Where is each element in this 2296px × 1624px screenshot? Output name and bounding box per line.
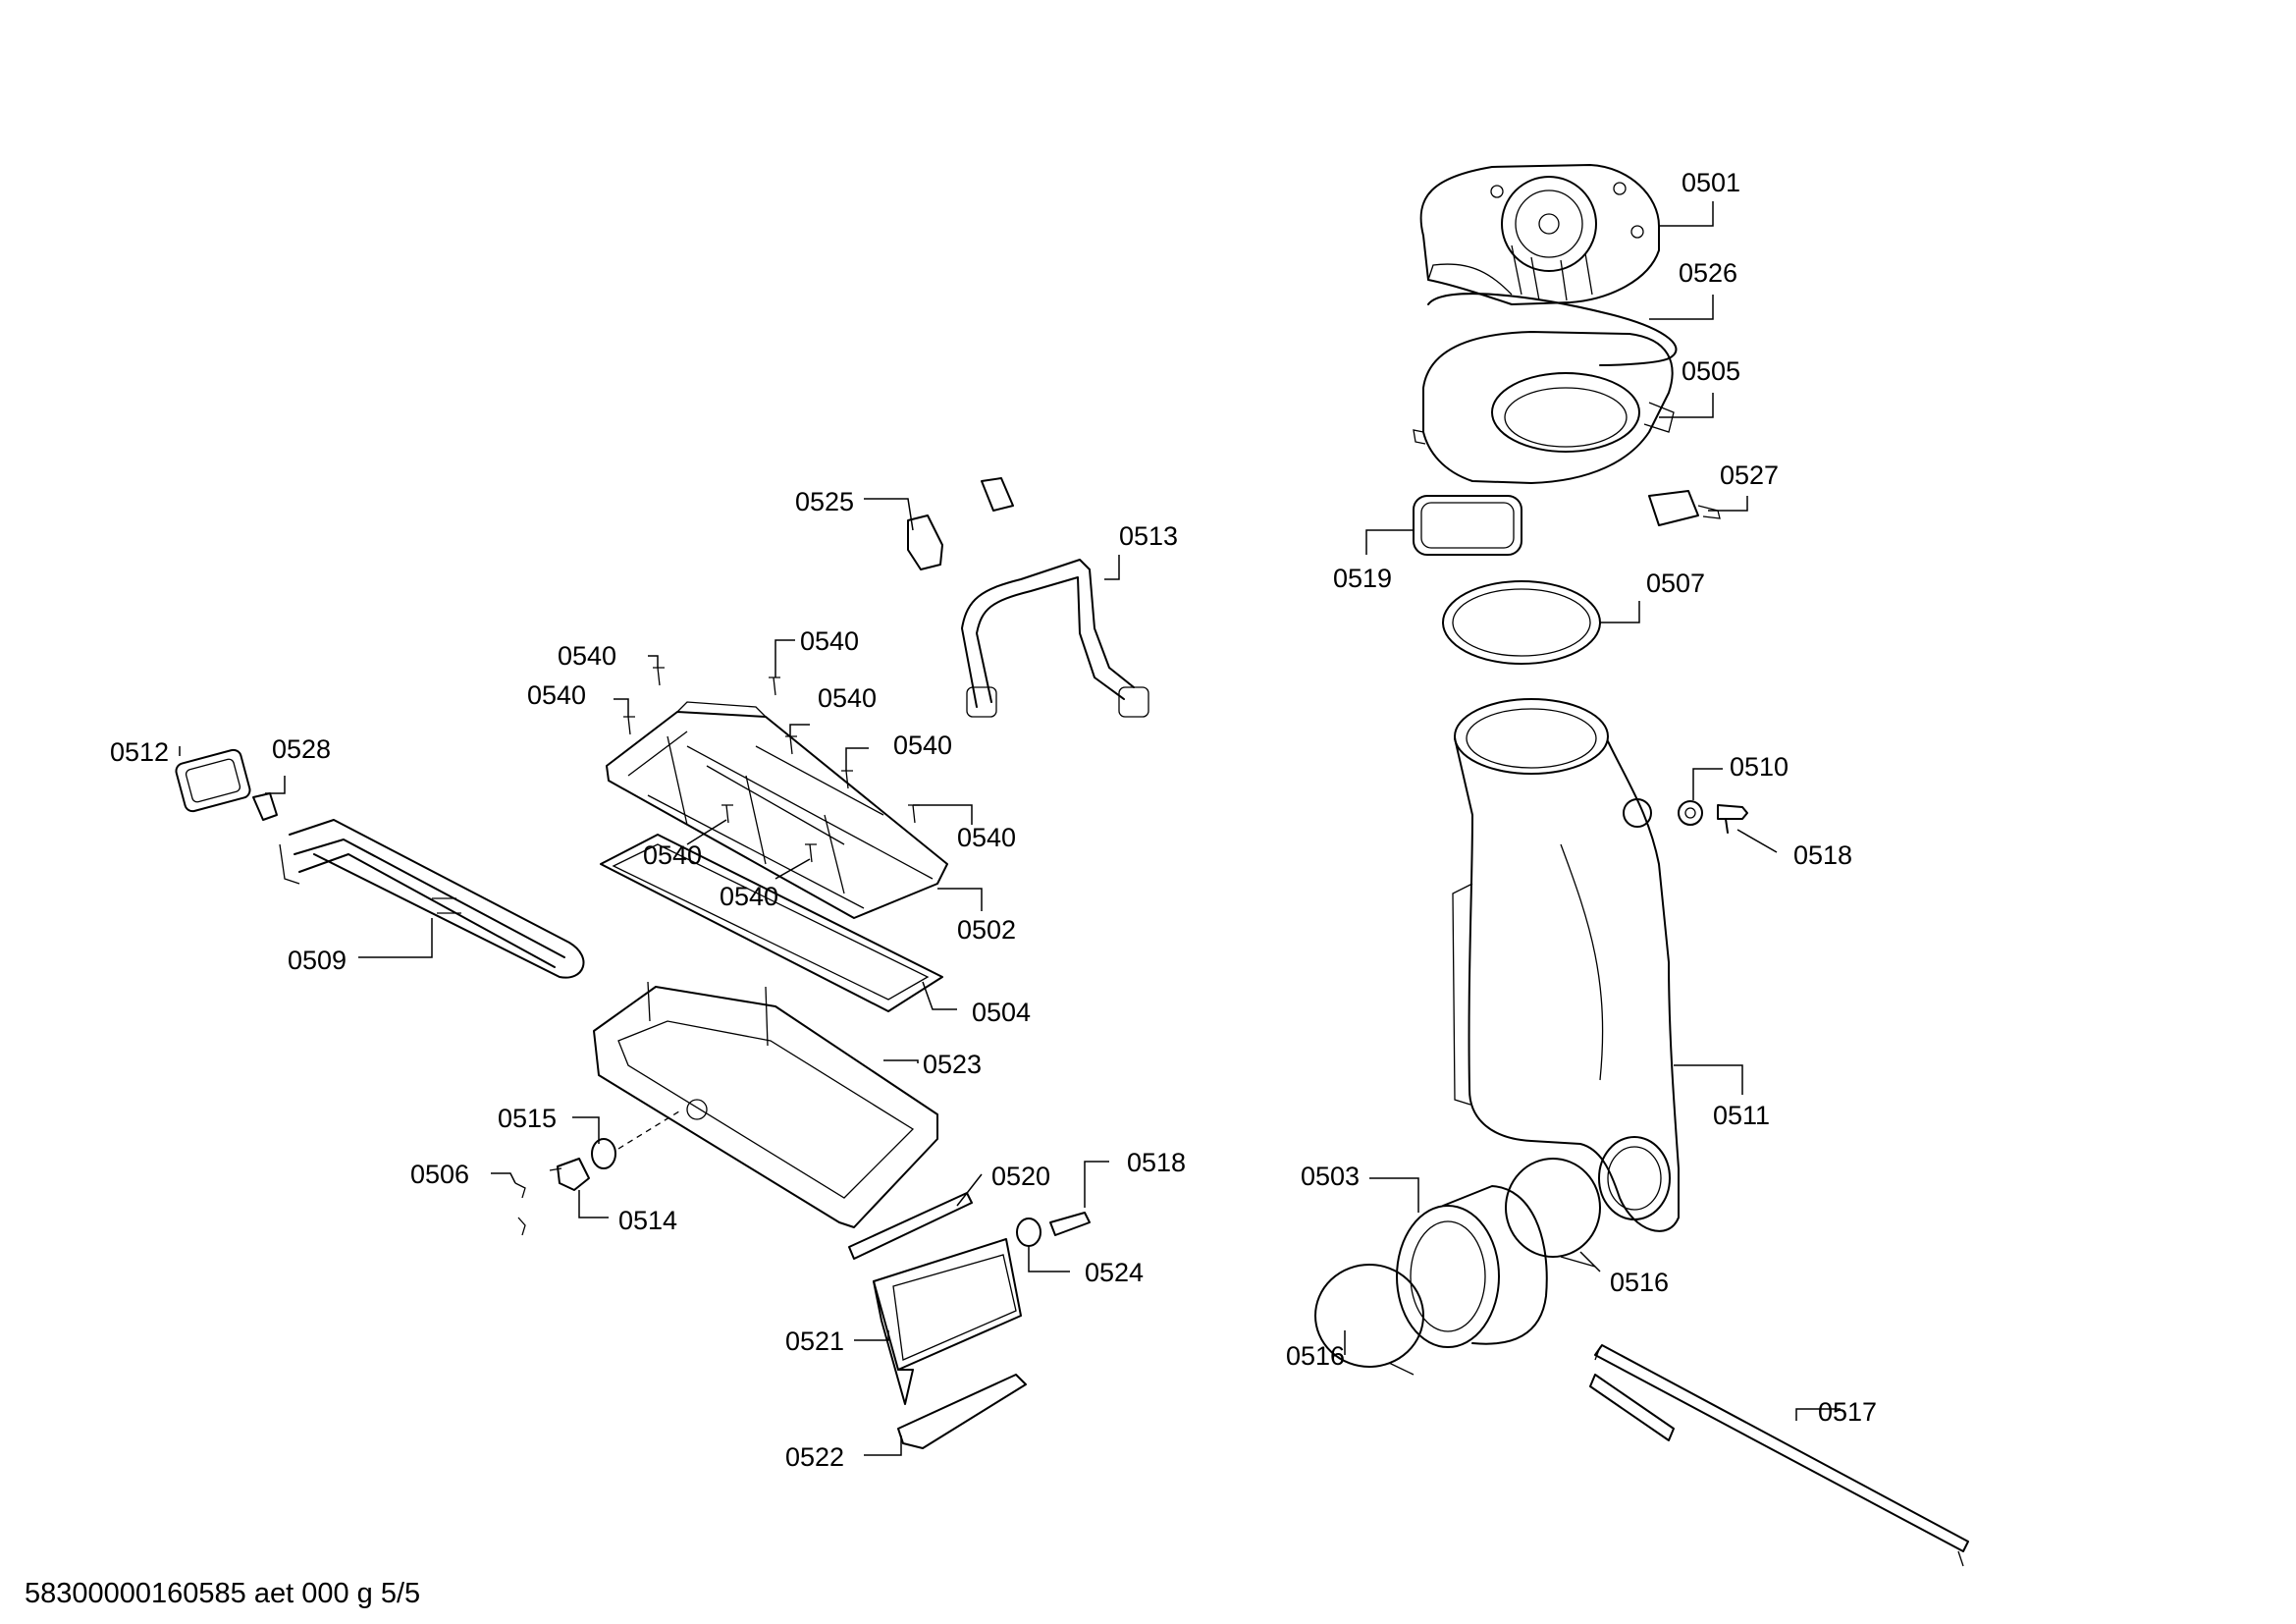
label-0515: 0515 [498, 1104, 557, 1133]
label-0540: 0540 [643, 840, 702, 870]
label-0522: 0522 [785, 1442, 844, 1472]
label-0501: 0501 [1682, 168, 1740, 197]
label-0540: 0540 [818, 683, 877, 713]
heating-element [279, 819, 585, 979]
label-0518: 0518 [1127, 1148, 1186, 1177]
label-0502: 0502 [957, 915, 1016, 945]
sensor-part [1648, 490, 1721, 526]
flat-gasket [600, 834, 943, 1012]
label-0540: 0540 [558, 641, 616, 671]
label-0513: 0513 [1119, 521, 1178, 551]
hose-clamp [1314, 1264, 1424, 1368]
grommet [1678, 800, 1703, 826]
label-0540: 0540 [527, 680, 586, 710]
label-0512: 0512 [110, 737, 169, 767]
small-seal [175, 748, 251, 813]
end-cap [897, 1374, 1027, 1449]
screws [623, 667, 920, 863]
label-0516: 0516 [1286, 1341, 1345, 1371]
label-0521: 0521 [785, 1326, 844, 1356]
label-0527: 0527 [1720, 460, 1779, 490]
label-0525: 0525 [795, 487, 854, 516]
label-0518: 0518 [1793, 840, 1852, 870]
label-0511: 0511 [1713, 1101, 1770, 1130]
label-0540: 0540 [893, 731, 952, 760]
grommet [1016, 1218, 1041, 1247]
label-0528: 0528 [272, 734, 331, 764]
fan-housing [1413, 331, 1675, 484]
hose [961, 559, 1149, 718]
screw [1049, 1212, 1091, 1236]
fan-housing-cover [1419, 164, 1660, 305]
label-0523: 0523 [923, 1050, 982, 1079]
label-0516: 0516 [1610, 1268, 1669, 1297]
label-0510: 0510 [1730, 752, 1789, 782]
gasket-ring [1427, 293, 1678, 366]
filter-frame [606, 701, 948, 919]
label-0524: 0524 [1085, 1258, 1144, 1287]
valve [549, 1158, 590, 1191]
air-channel [873, 1238, 1022, 1405]
label-0517: 0517 [1818, 1397, 1877, 1427]
rectangular-seal [1413, 495, 1522, 556]
label-0540: 0540 [957, 823, 1016, 852]
label-0509: 0509 [288, 946, 347, 975]
support-bracket [1589, 1344, 1969, 1567]
screw [514, 1182, 526, 1236]
label-0507: 0507 [1646, 568, 1705, 598]
label-0540: 0540 [800, 626, 859, 656]
label-0514: 0514 [618, 1206, 677, 1235]
o-ring [591, 1138, 616, 1169]
label-0505: 0505 [1682, 356, 1740, 386]
label-0540: 0540 [720, 882, 778, 911]
clip [981, 477, 1014, 512]
label-0519: 0519 [1333, 564, 1392, 593]
label-0520: 0520 [991, 1162, 1050, 1191]
sealing-ring [1442, 580, 1601, 665]
label-0506: 0506 [410, 1160, 469, 1189]
duct-gasket [848, 1192, 973, 1260]
label-0526: 0526 [1679, 258, 1737, 288]
part-labels: 0501 0526 0505 0527 0519 0507 0510 0518 … [110, 168, 1877, 1472]
duct-connector [1396, 1185, 1548, 1348]
clip [907, 514, 943, 570]
drawing-number-footer: 58300000160585 aet 000 g 5/5 [25, 1578, 420, 1609]
hose-clamp [1505, 1158, 1601, 1258]
label-0504: 0504 [972, 998, 1031, 1027]
screw [1717, 804, 1748, 834]
air-duct [1452, 698, 1680, 1232]
condensate-tray [593, 981, 938, 1228]
clip [252, 792, 278, 821]
leader-lines [179, 201, 1841, 1456]
label-0503: 0503 [1301, 1162, 1360, 1191]
